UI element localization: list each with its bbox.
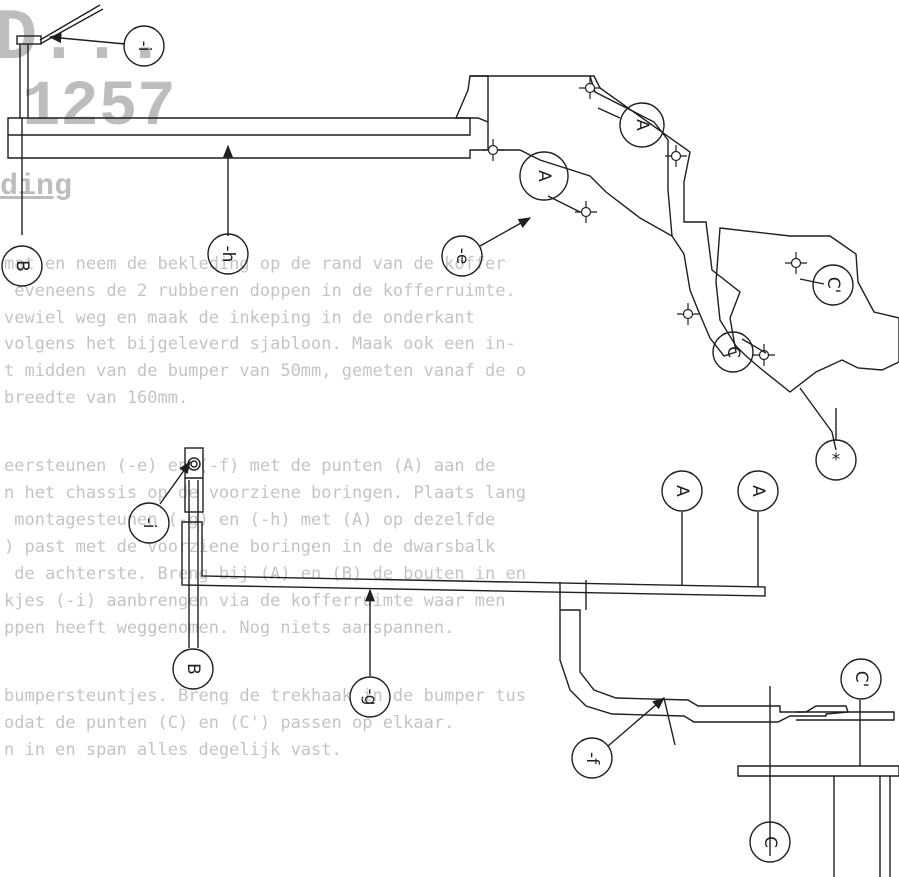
callout-label: C <box>723 346 743 358</box>
callout-label: C <box>760 836 780 848</box>
callout-label: A <box>632 119 652 131</box>
plate-right <box>715 227 899 451</box>
bracket-g <box>181 521 766 597</box>
bg-line: kjes (-i) aanbrengen via de kofferruimte… <box>4 591 506 611</box>
bracket-h <box>7 75 489 159</box>
leader-lines-lower <box>159 460 759 747</box>
callout-label: B <box>12 260 32 272</box>
bg-line: n het chassis op de voorziene boringen. … <box>4 483 526 503</box>
callout-label: -e <box>452 248 472 265</box>
callout-label: C' <box>823 277 843 294</box>
callout-label: A <box>534 170 554 182</box>
callout-h: -h <box>207 233 249 275</box>
callout-f: -f <box>571 737 613 779</box>
callout-label: B <box>183 663 203 675</box>
callout-c-low: C <box>749 821 791 863</box>
bolt-hole-mark <box>784 251 808 275</box>
bg-line: de achterste. Breng bij (A) en (B) de bo… <box>4 564 526 584</box>
callout-g: -g <box>349 676 391 718</box>
callout-label: -f <box>582 752 602 765</box>
bg-line: t midden van de bumper van 50mm, gemeten… <box>4 361 526 381</box>
callout-label: C' <box>851 671 871 688</box>
bg-line: bumpersteuntjes. Breng de trekhaak in de… <box>4 686 526 706</box>
bg-line: mat en neem de bekleding op de rand van … <box>4 254 506 274</box>
bg-line: eersteunen (-e) en (-f) met de punten (A… <box>4 456 496 476</box>
callout-a4: A <box>737 470 779 512</box>
bg-line: montagesteunen (-g) en (-h) met (A) op d… <box>4 510 496 530</box>
bracket-e <box>470 75 741 357</box>
bg-line: volgens het bijgeleverd sjabloon. Maak o… <box>4 334 516 354</box>
bg-line: odat de punten (C) en (C') passen op elk… <box>4 713 455 733</box>
bg-line: eveneens de 2 rubberen doppen in de koff… <box>4 281 516 301</box>
bolt-hole-mark <box>574 200 598 224</box>
bg-line: breedte van 160mm. <box>4 388 189 408</box>
callout-label: -g <box>360 689 380 706</box>
callout-c-prime-low: C' <box>840 658 882 700</box>
bolt-hole-mark <box>578 76 602 100</box>
callout-label: -i <box>139 518 159 529</box>
bracket-f <box>559 580 849 723</box>
callout-i-mid: -i <box>128 502 170 544</box>
bg-line: ) past met de voorziene boringen in de d… <box>4 537 496 557</box>
callout-c-prime-right: C' <box>812 264 854 306</box>
callout-label: A <box>672 485 692 497</box>
callout-label: -h <box>218 246 238 263</box>
bolt-hole-mark <box>481 138 505 162</box>
leader-lines-upper <box>21 33 837 440</box>
callout-a2: A <box>619 102 665 148</box>
bg-line: n in en span alles degelijk vast. <box>4 740 342 760</box>
callout-label: A <box>748 485 768 497</box>
bolt-hole-mark <box>676 302 700 326</box>
bolt-top <box>16 4 104 118</box>
callout-label: * <box>832 450 841 470</box>
callout-star: * <box>815 439 857 481</box>
bg-subtitle: ding <box>0 170 73 204</box>
callout-b-mid: B <box>172 648 214 690</box>
callout-b-top: B <box>1 245 43 287</box>
callout-a3: A <box>661 470 703 512</box>
callout-e: -e <box>441 235 483 277</box>
callout-c-right: C <box>712 331 754 373</box>
bg-line: vewiel weg en maak de inkeping in de ond… <box>4 308 475 328</box>
bg-title-line2: 1257 <box>22 72 176 144</box>
callout-a1: A <box>519 151 569 201</box>
plate-lower-right <box>737 686 899 877</box>
callout-i-top: -i <box>123 25 165 67</box>
callout-label: -i <box>134 41 154 52</box>
bolt-mid <box>184 447 204 648</box>
